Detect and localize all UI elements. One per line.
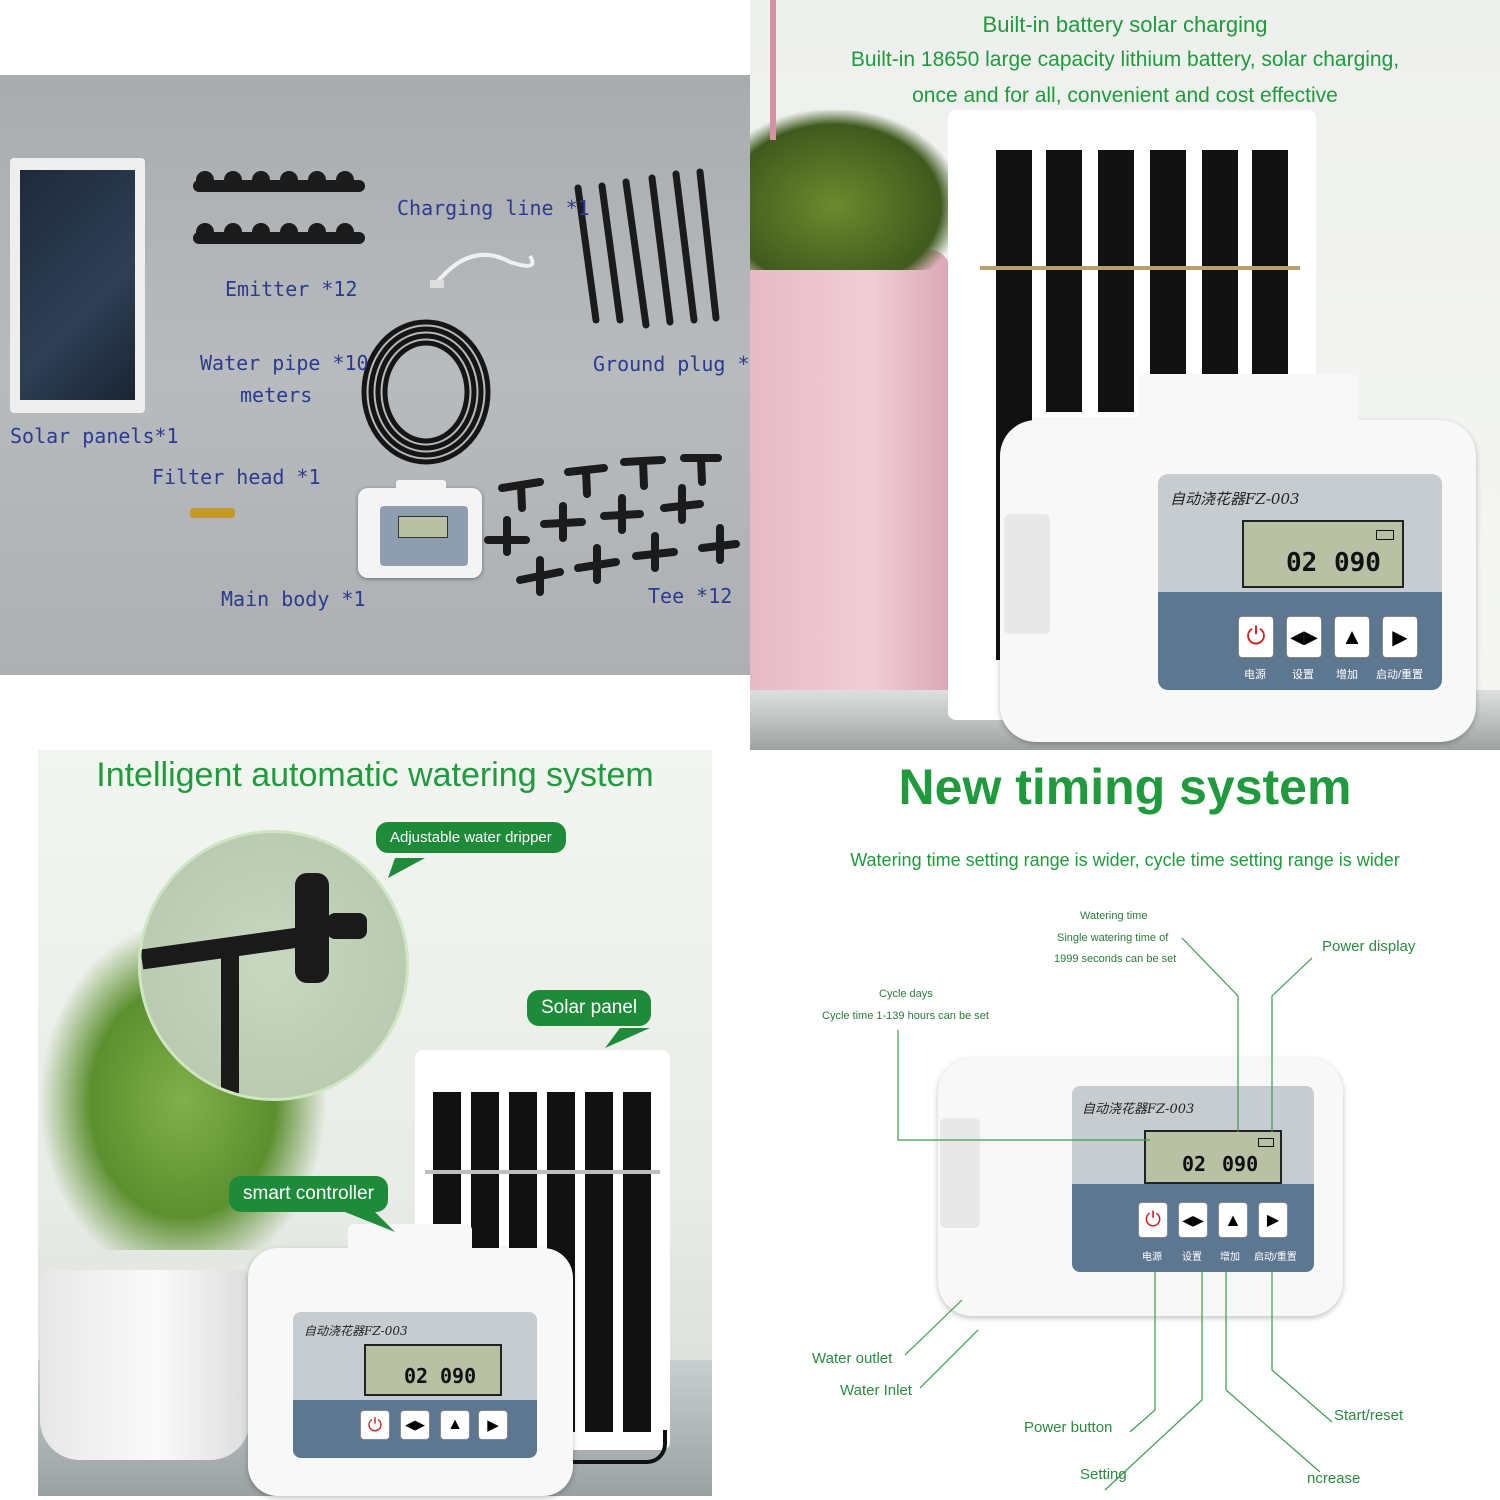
solar-panel-image [10, 158, 145, 413]
pinwheel-stick [770, 0, 776, 140]
set-label: 设置 [1182, 1252, 1202, 1263]
label-main-body: Main body *1 [221, 587, 366, 611]
q2-desc-line2: once and for all, convenient and cost ef… [912, 84, 1338, 107]
controller-device: 自动浇花器FZ-003 02 090 ⏻ ◀▶ ▲ ▶ 电源 设置 增加 启动/… [1000, 374, 1476, 742]
device-brand: 自动浇花器FZ-003 [1170, 490, 1300, 508]
label-tee: Tee *12 [648, 584, 733, 608]
flower-pot [750, 250, 950, 740]
label-water-pipe-meters: meters [240, 383, 313, 407]
power-cable [573, 1430, 667, 1464]
watering-time-desc2: 1999 seconds can be set [1054, 953, 1177, 965]
smart-controller-device: 自动浇花器FZ-003 02 090 ⏻ ◀▶ ▲ ▶ [248, 1224, 573, 1496]
moss-plant [750, 110, 960, 270]
set-button[interactable]: ◀▶ [1178, 1202, 1208, 1238]
setting-label: Setting [1080, 1466, 1127, 1483]
power-button[interactable]: ⏻ [360, 1410, 390, 1440]
power-button-label: Power button [1024, 1419, 1113, 1436]
lcd-water-value: 090 [1334, 548, 1381, 578]
lcd-water-value: 090 [440, 1364, 477, 1388]
set-button[interactable]: ◀▶ [400, 1410, 430, 1440]
battery-icon [1258, 1138, 1274, 1147]
increase-button[interactable]: ▲ [1218, 1202, 1248, 1238]
device-brand: 自动浇花器FZ-003 [304, 1324, 408, 1338]
device-brand: 自动浇花器FZ-003 [1082, 1102, 1195, 1117]
lcd-display: 02 090 [364, 1344, 502, 1396]
bubble-solar-panel: Solar panel [527, 990, 652, 1026]
kit-contents-quadrant: Solar panels*1 Emitter *12 Charging line… [0, 0, 750, 750]
cycle-time-desc: Cycle time 1-139 hours can be set [822, 1010, 989, 1022]
water-inlet-label: Water Inlet [840, 1382, 912, 1399]
lcd-cycle-value: 02 [1286, 548, 1318, 578]
q4-subtitle: Watering time setting range is wider, cy… [850, 850, 1400, 870]
dripper-zoom-circle [138, 830, 409, 1101]
power-label: 电源 [1142, 1252, 1162, 1263]
start-button[interactable]: ▶ [1258, 1202, 1288, 1238]
white-pot [40, 1270, 250, 1460]
timing-system-quadrant: New timing system Watering time setting … [750, 750, 1500, 1500]
power-label: 电源 [1244, 669, 1266, 681]
label-charging-line: Charging line *1 [397, 196, 590, 220]
lcd-water-value: 090 [1222, 1152, 1259, 1176]
q3-title: Intelligent automatic watering system [96, 756, 654, 794]
lcd-display: 02 090 [1144, 1130, 1282, 1184]
main-body-image [358, 480, 482, 578]
timer-device: 自动浇花器FZ-003 02 090 ⏻ ◀▶ ▲ ▶ 电源 设置 增加 启动/… [938, 1058, 1343, 1316]
power-display-label: Power display [1322, 938, 1416, 955]
q4-title: New timing system [898, 759, 1352, 815]
kit-items-drawing [190, 168, 740, 596]
power-button[interactable]: ⏻ [1138, 1202, 1168, 1238]
increase-label-callout: ncrease [1307, 1470, 1361, 1487]
increase-label: 增加 [1336, 669, 1358, 681]
label-emitter: Emitter *12 [225, 277, 358, 301]
start-reset-label: Start/reset [1334, 1407, 1404, 1424]
increase-label: 增加 [1220, 1252, 1240, 1263]
solar-charging-quadrant: 自动浇花器FZ-003 02 090 ⏻ ◀▶ ▲ ▶ 电源 设置 增加 启动/… [750, 0, 1500, 750]
intelligent-system-quadrant: 自动浇花器FZ-003 02 090 ⏻ ◀▶ ▲ ▶ Intelligent … [0, 750, 750, 1500]
lcd-cycle-value: 02 [404, 1364, 429, 1388]
battery-icon [1376, 530, 1394, 540]
label-water-pipe: Water pipe *10 [200, 351, 369, 375]
increase-button[interactable]: ▲ [440, 1410, 470, 1440]
start-button[interactable]: ▶ [1382, 616, 1418, 658]
label-ground-plug: Ground plug *12 [593, 352, 750, 376]
lcd-cycle-value: 02 [1182, 1152, 1207, 1176]
callout-lines [897, 937, 1333, 1491]
power-button[interactable]: ⏻ [1238, 616, 1274, 658]
q2-title: Built-in battery solar charging [982, 12, 1268, 37]
set-label: 设置 [1292, 669, 1314, 681]
bubble-smart-controller: smart controller [229, 1176, 388, 1212]
start-label: 启动/重置 [1254, 1252, 1297, 1263]
q2-desc-line1: Built-in 18650 large capacity lithium ba… [850, 48, 1400, 71]
label-solar-panels: Solar panels*1 [10, 424, 179, 448]
watering-time-label: Watering time [1080, 910, 1148, 922]
start-button[interactable]: ▶ [478, 1410, 508, 1440]
water-outlet-label: Water outlet [812, 1350, 893, 1367]
increase-button[interactable]: ▲ [1334, 616, 1370, 658]
set-button[interactable]: ◀▶ [1286, 616, 1322, 658]
bubble-dripper: Adjustable water dripper [376, 822, 566, 853]
lcd-display: 02 090 [1242, 520, 1404, 588]
label-filter-head: Filter head *1 [152, 465, 321, 489]
start-label: 启动/重置 [1376, 669, 1424, 681]
bubble-tails [345, 858, 650, 1232]
cycle-days-label: Cycle days [879, 988, 933, 1000]
watering-time-desc1: Single watering time of [1057, 932, 1169, 944]
